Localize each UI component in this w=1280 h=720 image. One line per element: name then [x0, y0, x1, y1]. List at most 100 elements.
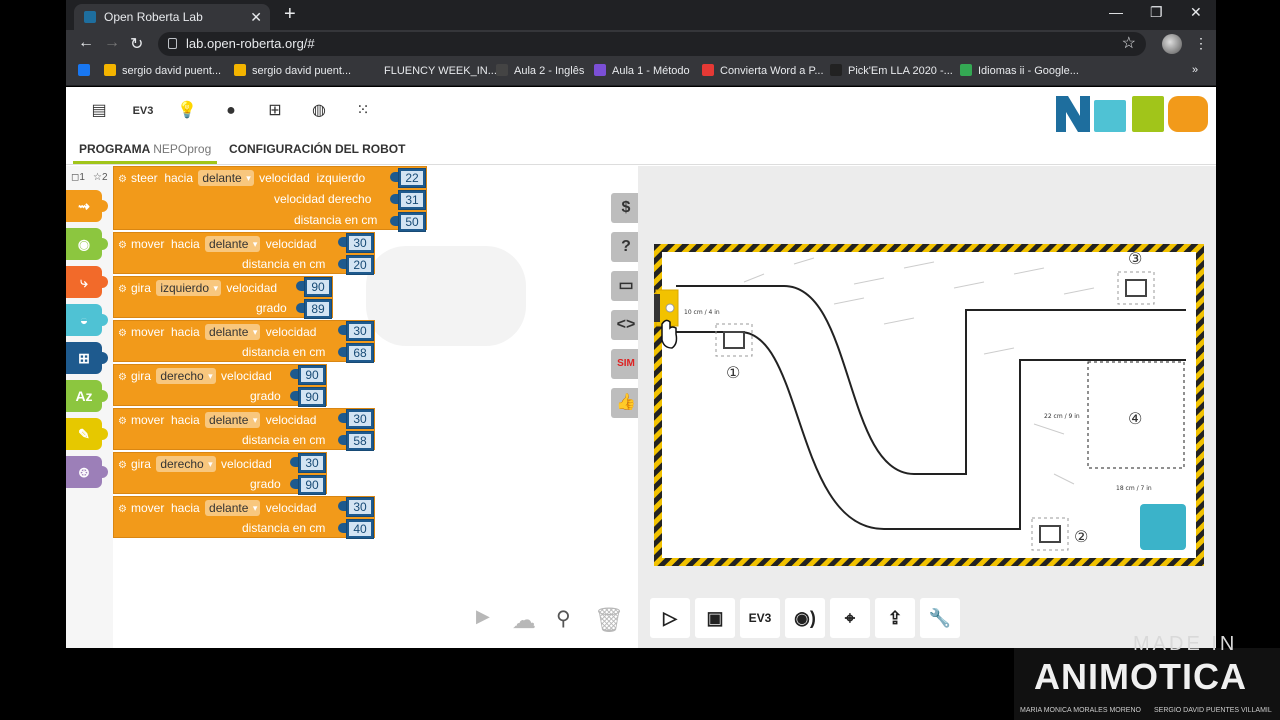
category-variables[interactable]: ⊛ [66, 456, 108, 488]
bookmark-item[interactable]: sergio david puent... [104, 64, 221, 77]
turn-block[interactable]: ⚙gira derecho velocidad grado 90 90 [113, 364, 327, 407]
number-input[interactable]: 31 [398, 190, 426, 210]
number-input[interactable]: 30 [298, 453, 326, 473]
number-input[interactable]: 30 [346, 321, 374, 341]
reload-button[interactable]: ↻ [130, 36, 144, 53]
run-icon[interactable]: ▶ [476, 606, 490, 626]
move-block[interactable]: ⚙mover hacia delante velocidad distancia… [113, 320, 375, 363]
direction-dropdown[interactable]: delante [205, 236, 261, 252]
source-button[interactable]: <> [611, 310, 641, 340]
back-button[interactable]: ← [78, 34, 94, 51]
bookmark-item[interactable]: Aula 1 - Método [594, 64, 690, 77]
apps-icon[interactable]: ⁙ [356, 102, 370, 119]
address-bar[interactable]: lab.open-roberta.org/# ☆ [158, 32, 1146, 56]
marker-2 [1031, 517, 1069, 551]
toolbox-level-1[interactable]: ◻1 [71, 172, 85, 183]
number-input[interactable]: 89 [304, 299, 332, 319]
category-text[interactable]: Az [66, 380, 108, 412]
category-sensors[interactable]: ◉ [66, 228, 108, 260]
bookmark-item[interactable]: Pick'Em LLA 2020 -... [830, 64, 953, 77]
category-math[interactable]: ⊞ [66, 342, 108, 374]
color-block[interactable] [1140, 504, 1186, 550]
sim-button[interactable]: SIM [611, 349, 641, 379]
number-input[interactable]: 30 [346, 233, 374, 253]
turn-block[interactable]: ⚙gira derecho velocidad grado 30 90 [113, 452, 327, 495]
block-label: hacia [170, 501, 200, 515]
category-colours[interactable]: ✎ [66, 418, 108, 450]
trash-icon[interactable]: 🗑 [594, 607, 625, 634]
number-input[interactable]: 22 [398, 168, 426, 188]
number-input[interactable]: 58 [346, 431, 374, 451]
direction-dropdown[interactable]: delante [198, 170, 254, 186]
number-input[interactable]: 90 [298, 475, 326, 495]
maximize-button[interactable]: ❐ [1150, 4, 1163, 20]
ev3-icon[interactable]: EV3 [132, 105, 154, 117]
bookmark-item[interactable]: Idiomas ii - Google... [960, 64, 1079, 77]
tab-program[interactable]: PROGRAMA NEPOprog [72, 142, 218, 164]
cloud-upload-icon[interactable]: ☁ [512, 607, 536, 634]
move-block[interactable]: ⚙mover hacia delante velocidad distancia… [113, 232, 375, 275]
browser-tab[interactable]: Open Roberta Lab ✕ [74, 4, 270, 30]
help-button[interactable]: ? [611, 232, 641, 262]
number-input[interactable]: 90 [298, 365, 326, 385]
zoom-icon[interactable]: ⚲ [556, 608, 571, 630]
move-block[interactable]: ⚙mover hacia delante velocidad distancia… [113, 408, 375, 451]
sim-image-button[interactable]: ▣ [695, 598, 735, 638]
number-input[interactable]: 68 [346, 343, 374, 363]
bookmark-star-icon[interactable]: ☆ [1121, 35, 1136, 52]
globe-icon[interactable]: ◍ [312, 102, 326, 119]
move-block[interactable]: ⚙mover hacia delante velocidad distancia… [113, 496, 375, 539]
sim-sound-button[interactable]: ◉) [785, 598, 825, 638]
category-logic[interactable]: ◒ [66, 304, 108, 336]
code-button[interactable]: $ [611, 193, 641, 223]
minimize-button[interactable]: — [1109, 4, 1123, 20]
browser-menu-icon[interactable]: ⋮ [1194, 35, 1208, 51]
forward-button[interactable]: → [104, 34, 120, 51]
number-input[interactable]: 30 [346, 497, 374, 517]
direction-dropdown[interactable]: delante [205, 324, 261, 340]
toolbox-level-2[interactable]: ☆2 [93, 172, 108, 183]
steer-block[interactable]: ⚙steer hacia delante velocidad izquierdo… [113, 166, 427, 232]
blockly-workspace[interactable]: ◻1 ☆2 ⇝ ◉ ⤷ ◒ ⊞ Az ✎ ⊛ ⚙steer hacia delante vel… [66, 166, 638, 648]
bookmark-facebook[interactable] [78, 64, 96, 77]
sim-settings-button[interactable]: 🔧 [920, 598, 960, 638]
sim-ev3-button[interactable]: EV3 [740, 598, 780, 638]
direction-dropdown[interactable]: delante [205, 500, 261, 516]
category-action[interactable]: ⇝ [66, 190, 108, 222]
sim-play-button[interactable]: ▷ [650, 598, 690, 638]
number-input[interactable]: 90 [298, 387, 326, 407]
number-input[interactable]: 20 [346, 255, 374, 275]
grid-icon[interactable]: ⊞ [268, 102, 282, 119]
sim-upload-button[interactable]: ⇪ [875, 598, 915, 638]
bookmarks-more[interactable]: » [1192, 64, 1199, 76]
number-input[interactable]: 50 [398, 212, 426, 232]
info-button[interactable]: ▭ [611, 271, 641, 301]
sim-scene[interactable]: ① ② ③ ④ 10 cm / 4 in 22 cm / 9 in 18 cm … [654, 244, 1204, 566]
direction-dropdown[interactable]: delante [205, 412, 261, 428]
direction-dropdown[interactable]: derecho [156, 456, 216, 472]
block-label: hacia [170, 325, 200, 339]
document-icon[interactable]: ▤ [91, 102, 107, 119]
new-tab-button[interactable]: + [284, 3, 296, 25]
rate-button[interactable]: 👍 [611, 388, 641, 418]
bookmark-icon [366, 64, 378, 76]
tab-robot-config[interactable]: CONFIGURACIÓN DEL ROBOT [229, 142, 406, 156]
bookmark-item[interactable]: Aula 2 - Inglês [496, 64, 584, 77]
profile-avatar[interactable] [1162, 34, 1182, 54]
window-close-button[interactable]: ✕ [1190, 4, 1202, 20]
bookmark-icon [960, 64, 972, 76]
lightbulb-icon[interactable]: 💡 [177, 102, 197, 119]
bookmark-item[interactable]: FLUENCY WEEK_IN... [366, 64, 497, 77]
sim-location-button[interactable]: ⌖ [830, 598, 870, 638]
number-input[interactable]: 40 [346, 519, 374, 539]
direction-dropdown[interactable]: izquierdo [156, 280, 222, 296]
tab-close-icon[interactable]: ✕ [250, 9, 262, 25]
direction-dropdown[interactable]: derecho [156, 368, 216, 384]
turn-block[interactable]: ⚙gira izquierdo velocidad grado 90 89 [113, 276, 333, 319]
number-input[interactable]: 30 [346, 409, 374, 429]
category-control[interactable]: ⤷ [66, 266, 108, 298]
bookmark-item[interactable]: sergio david puent... [234, 64, 351, 77]
bookmark-item[interactable]: Convierta Word a P... [702, 64, 824, 77]
user-icon[interactable]: ● [226, 102, 236, 119]
number-input[interactable]: 90 [304, 277, 332, 297]
